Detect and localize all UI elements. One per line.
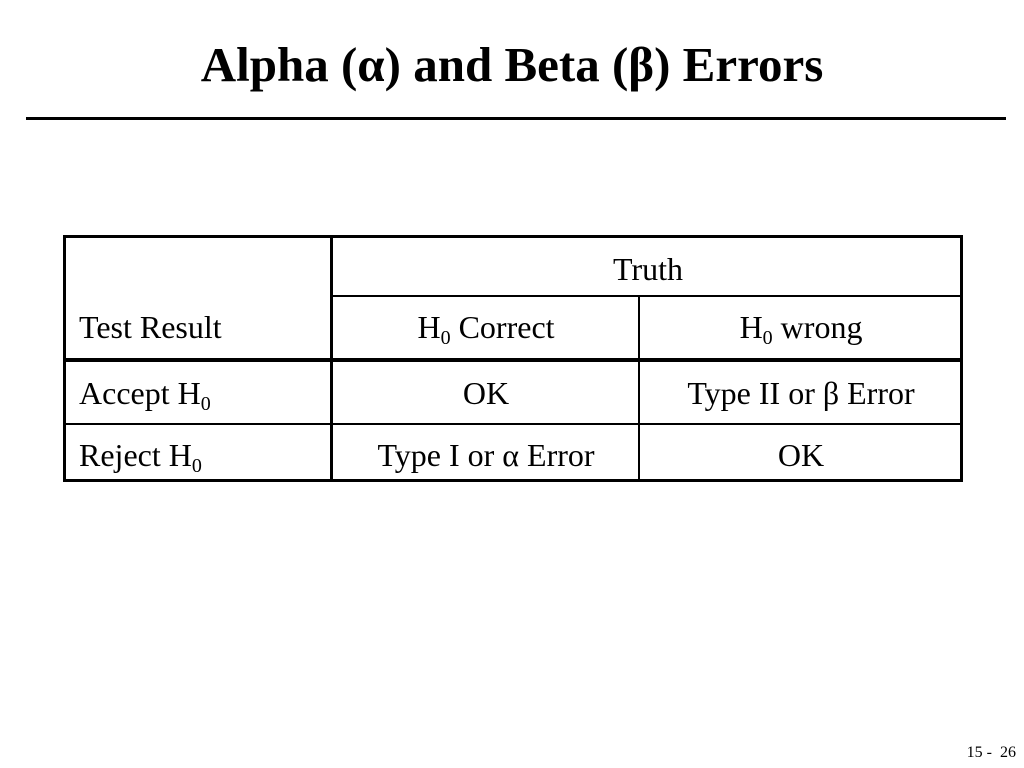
row-divider: [66, 423, 963, 425]
truth-divider: [330, 295, 963, 297]
row-label-reject: Reject H0: [79, 437, 202, 477]
value-column-divider: [638, 295, 640, 482]
label-column-divider: [330, 238, 333, 482]
truth-header: Truth: [613, 251, 683, 287]
error-table: Truth Test Result H0 Correct H0 wrong Ac…: [63, 235, 963, 482]
alpha-symbol: α: [357, 37, 385, 92]
beta-symbol: β: [628, 37, 655, 92]
title-divider: [26, 117, 1006, 120]
row-label-accept: Accept H0: [79, 375, 211, 415]
header-divider: [66, 358, 963, 362]
cell-accept-wrong: Type II or β Error: [687, 375, 915, 411]
row-header-test-result: Test Result: [79, 309, 222, 345]
col-header-h0-correct: H0 Correct: [417, 309, 555, 349]
cell-reject-correct: Type I or α Error: [377, 437, 595, 473]
cell-accept-correct: OK: [462, 375, 510, 411]
col-header-h0-wrong: H0 wrong: [739, 309, 863, 349]
cell-reject-wrong: OK: [777, 437, 825, 473]
page-number: 15 - 26: [966, 744, 1016, 761]
slide-title: Alpha (α) and Beta (β) Errors: [200, 37, 824, 92]
